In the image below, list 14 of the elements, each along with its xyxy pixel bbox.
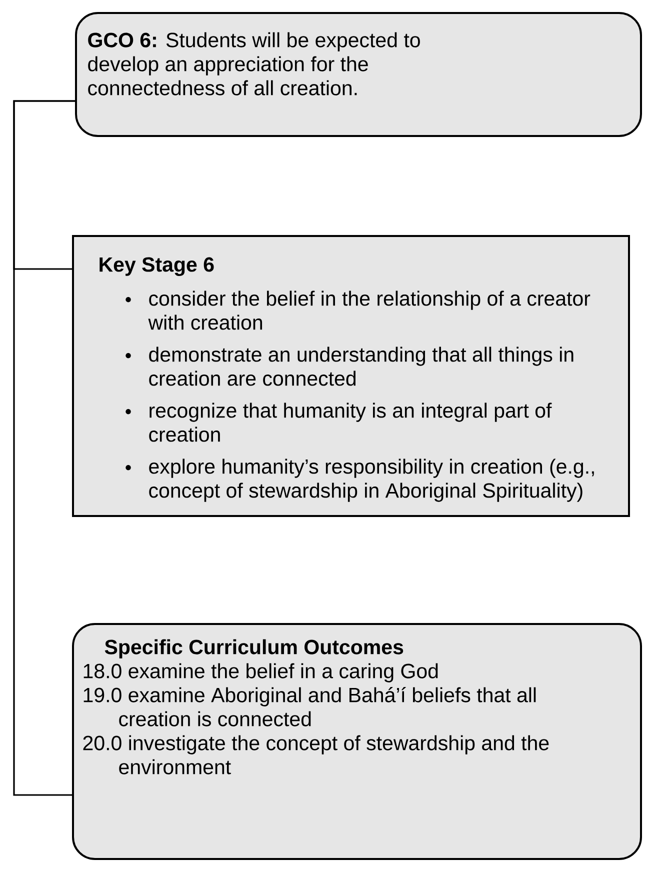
list-item: consider the belief in the relationship of a creator with creation xyxy=(148,290,590,330)
outcome-statement: GCO 6: Students will be expected to develop an appreciation for the connectedness of all creation. xyxy=(88,32,420,96)
connector-line xyxy=(13,100,75,796)
box-heading: Specific Curriculum Outcomes xyxy=(104,639,404,658)
text-box xyxy=(72,235,630,517)
outcome-item: 19.0 examine Aboriginal and Bahá’í beliefs that all creation is connected xyxy=(84,687,536,726)
list-item: demonstrate an understanding that all things in creation are connected xyxy=(149,346,574,386)
outcome-item: 18.0 examine the belief in a caring God xyxy=(84,663,438,682)
list-item: explore humanity’s responsibility in creation (e.g., concept of stewardship in Aboriginal Spirituality) xyxy=(149,458,594,502)
list-item: recognize that humanity is an integral part of creation xyxy=(149,402,552,442)
outcome-item: 20.0 investigate the concept of stewardship and the environment xyxy=(83,735,549,774)
box-heading: Key Stage 6 xyxy=(100,257,214,276)
rounded-box xyxy=(75,12,642,137)
rounded-box xyxy=(72,623,642,860)
